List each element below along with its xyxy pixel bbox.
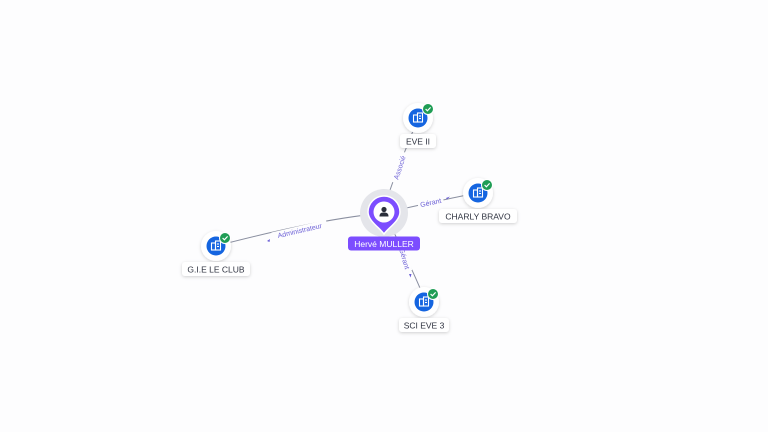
company-label: G.I.E LE CLUB [187, 265, 244, 275]
check-badge-icon [219, 232, 231, 244]
edge-label-sci-eve-3: Gérant [397, 248, 410, 271]
company-node-eve-ii[interactable]: EVE II [400, 103, 436, 148]
check-badge-icon [422, 103, 434, 115]
company-label-bg [399, 318, 449, 332]
company-node-sci-eve-3[interactable]: SCI EVE 3 [399, 287, 449, 332]
building-icon [412, 112, 424, 123]
company-node-charly-bravo[interactable]: CHARLY BRAVO [439, 178, 517, 223]
company-label: EVE II [406, 137, 430, 147]
edge-labels: Associé Gérant Gérant Administrateur [271, 150, 445, 273]
edge-arrow-charly [446, 196, 450, 200]
edge-label-gie-le-club: Administrateur [277, 223, 323, 240]
check-badge-icon [481, 179, 493, 191]
person-node[interactable]: Hervé MULLER [348, 189, 420, 251]
company-label-bg [439, 209, 517, 223]
edge-label-charly-bravo: Gérant [420, 198, 442, 209]
company-label-bg [182, 262, 250, 276]
building-icon [418, 296, 430, 307]
edges [215, 117, 479, 301]
company-label-bg [400, 134, 436, 148]
company-label: CHARLY BRAVO [445, 212, 511, 222]
edge-arrow-gie [267, 239, 270, 242]
person-label-bg [348, 236, 420, 251]
company-node-gie-le-club[interactable]: G.I.E LE CLUB [182, 231, 250, 276]
edge-arrow-sci [409, 274, 412, 278]
person-label: Hervé MULLER [354, 239, 414, 249]
company-label: SCI EVE 3 [404, 321, 445, 331]
check-badge-icon [427, 288, 439, 300]
building-icon [210, 240, 222, 251]
user-icon [379, 206, 389, 217]
building-icon [472, 187, 484, 198]
